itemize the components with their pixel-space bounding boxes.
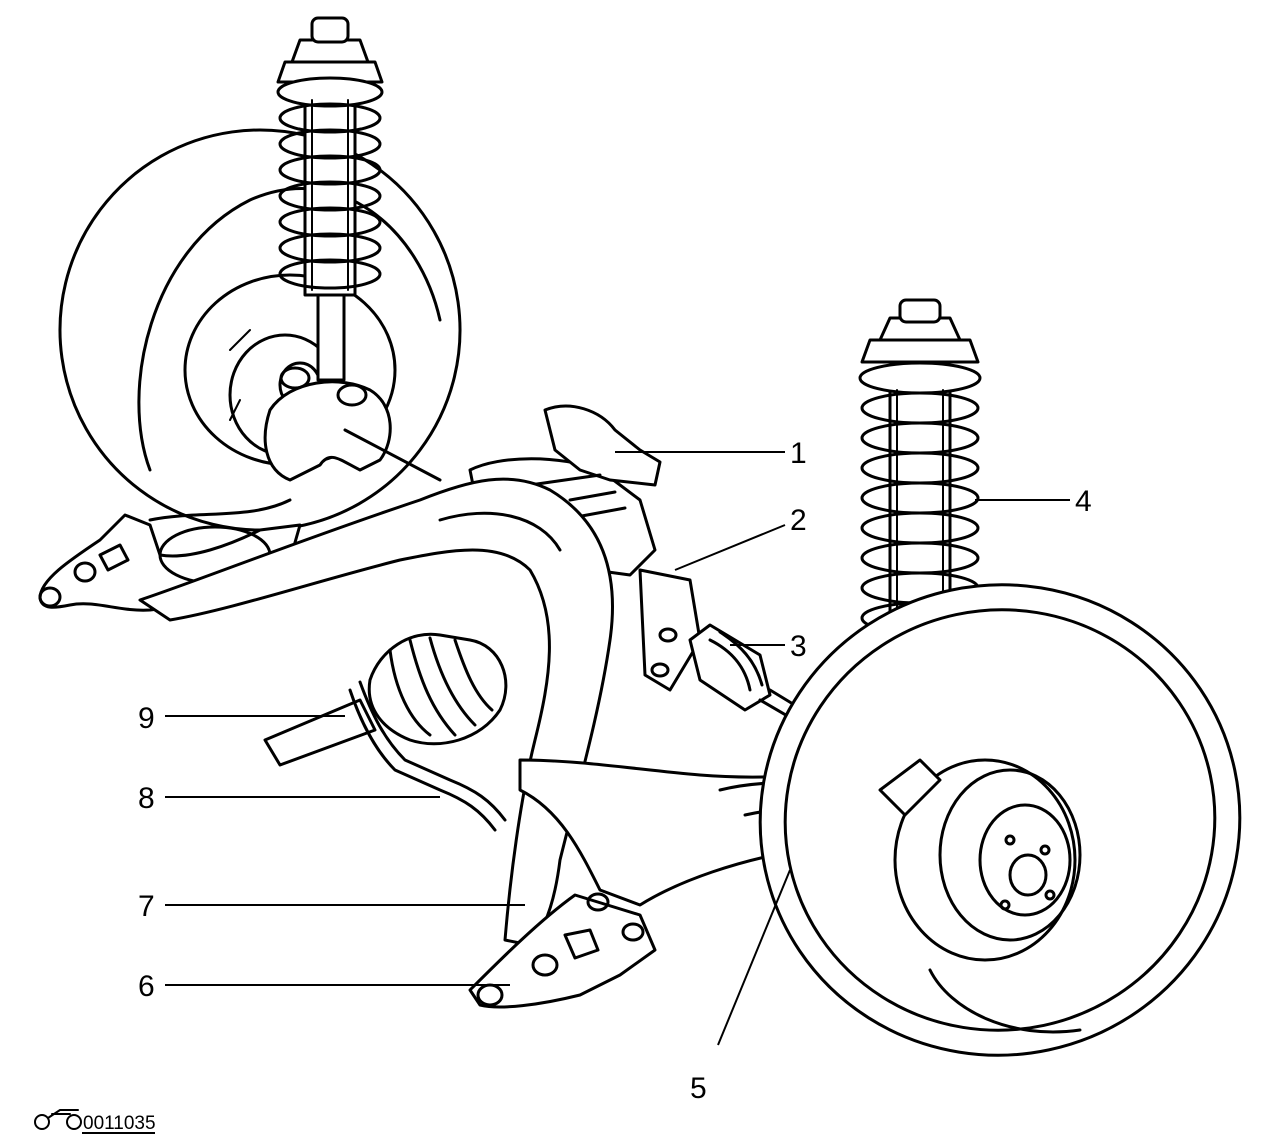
left-wheel (58, 128, 462, 532)
callout-2: 2 (790, 504, 807, 537)
callout-1: 1 (790, 437, 807, 470)
callout-labels: 1 2 3 4 5 6 7 8 9 (138, 437, 1092, 1105)
figure-code: 0011035 (34, 1109, 156, 1134)
callout-6: 6 (138, 970, 155, 1003)
right-wheel (758, 583, 1242, 1057)
subframe (138, 477, 614, 947)
callout-5: 5 (690, 1072, 707, 1105)
callout-7: 7 (138, 890, 155, 923)
figure-code-text: 0011035 (83, 1113, 156, 1134)
left-strut (276, 16, 384, 382)
left-hub-carrier (263, 366, 442, 482)
car-logo-icon (34, 1109, 82, 1130)
callout-4: 4 (1075, 485, 1092, 518)
leader-lines (165, 451, 1070, 1046)
callout-8: 8 (138, 782, 155, 815)
callout-3: 3 (790, 630, 807, 663)
callout-9: 9 (138, 702, 155, 735)
stabilizer-bar (263, 632, 508, 832)
